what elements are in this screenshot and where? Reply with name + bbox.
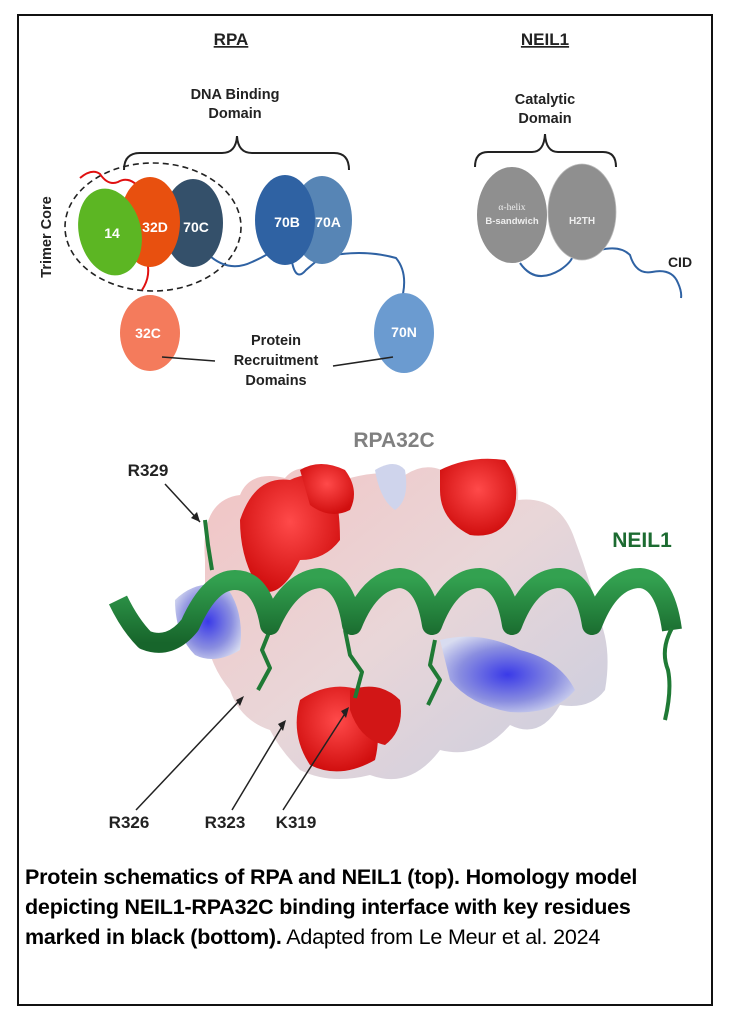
- residue-arrow-r326: [135, 699, 241, 811]
- domain-70n: [374, 293, 434, 373]
- recruitment-leader-70n: [332, 356, 394, 367]
- recruitment-label-line2: Recruitment: [234, 353, 319, 369]
- residue-label-k319: K319: [276, 813, 317, 832]
- domain-70a-label: 70A: [315, 214, 341, 230]
- domain-32c-label: 32C: [135, 325, 161, 341]
- caption-citation: Adapted from Le Meur et al. 2024: [281, 925, 601, 949]
- neil1-title: NEIL1: [521, 30, 569, 49]
- residue-annotations: R329 R326 R323 K319: [109, 461, 349, 832]
- rpa70-linker-2: [291, 252, 406, 306]
- domain-14-label: 14: [104, 225, 120, 241]
- neil1-domain-alpha-beta-label-line1: α-helix: [498, 203, 525, 213]
- recruitment-leader-32c: [161, 356, 216, 362]
- residue-arrowhead-k319: [341, 707, 349, 718]
- dna-binding-label-line1: DNA Binding: [191, 87, 280, 103]
- figure-canvas: RPA DNA Binding Domain Trimer Core 14 32…: [39, 30, 692, 832]
- neil1-linker: [519, 254, 574, 278]
- neil1-domain-h2th: [547, 163, 617, 261]
- domain-14: [78, 188, 142, 276]
- domain-70b-label: 70B: [274, 214, 300, 230]
- trimer-core-label: Trimer Core: [39, 196, 55, 277]
- neil1-helix-ribbon: [108, 568, 682, 721]
- neil1-domain-alpha-beta-label-line2: B-sandwich: [485, 216, 539, 227]
- residue-arrowhead-r326: [236, 696, 244, 706]
- residue-label-r329: R329: [128, 461, 169, 480]
- domain-70n-label: 70N: [391, 324, 417, 340]
- residue-arrowhead-r323: [278, 720, 286, 731]
- neil1-helix-label: NEIL1: [612, 529, 672, 552]
- rpa32c-electrostatic-surface: [175, 458, 608, 780]
- residue-arrowhead-r329: [191, 512, 200, 522]
- neil1-cid-tail: [599, 247, 683, 299]
- trimer-core-dashed-outline: [64, 162, 242, 292]
- rpa32-linker: [79, 170, 139, 187]
- domain-32d-label: 32D: [142, 219, 168, 235]
- residue-label-r323: R323: [205, 813, 246, 832]
- dna-binding-bracket: [123, 135, 350, 171]
- catalytic-label-line2: Domain: [518, 111, 571, 127]
- cid-label: CID: [668, 254, 692, 270]
- residue-arrow-r323: [231, 724, 284, 811]
- residue-label-r326: R326: [109, 813, 150, 832]
- rpa-title: RPA: [214, 30, 249, 49]
- residue-arrow-k319: [282, 711, 347, 811]
- domain-32c: [120, 295, 180, 371]
- domain-70c: [163, 179, 223, 267]
- recruitment-label-line1: Protein: [251, 333, 301, 349]
- dna-binding-label-line2: Domain: [208, 106, 261, 122]
- figure-frame: [17, 14, 713, 1006]
- catalytic-bracket: [474, 133, 617, 168]
- catalytic-label-line1: Catalytic: [515, 92, 575, 108]
- neil1-domain-alpha-beta: [477, 167, 547, 263]
- figure-caption: Protein schematics of RPA and NEIL1 (top…: [25, 862, 705, 952]
- residue-side-chains: [203, 519, 442, 706]
- neil1-domain-h2th-label: H2TH: [569, 216, 595, 227]
- recruitment-label-line3: Domains: [245, 373, 306, 389]
- caption-bold-text: Protein schematics of RPA and NEIL1 (top…: [25, 865, 638, 949]
- domain-70b: [255, 175, 315, 265]
- domain-70c-label: 70C: [183, 219, 209, 235]
- rpa32c-surface-label: RPA32C: [353, 429, 434, 452]
